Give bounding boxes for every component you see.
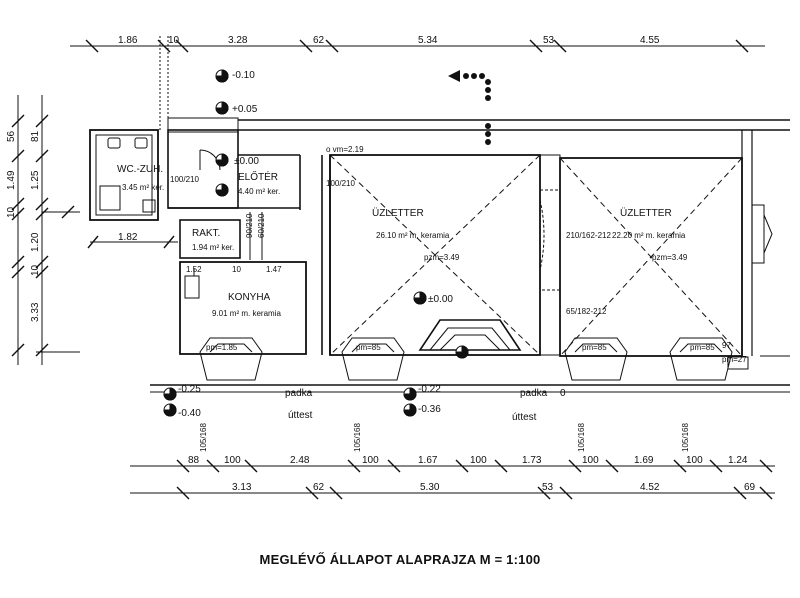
window-pair-3: 105/168 (577, 423, 586, 452)
bottom-dim-1-1: 88 (188, 455, 200, 466)
level-top-a: -0.10 (232, 70, 255, 81)
uzletter-1-name: ÜZLETTER (372, 207, 424, 219)
level-street-mid-a: -0.22 (418, 384, 441, 395)
top-dim-5: 5.34 (418, 35, 438, 46)
level-eloter: ±0.00 (234, 156, 259, 167)
bottom-dim-1-5: 1.67 (418, 455, 438, 466)
level-center: ±0.00 (428, 294, 453, 305)
bottom-dim-1-4: 100 (362, 455, 379, 466)
eloter-outline (167, 129, 239, 209)
uttest-right: úttest (512, 412, 537, 423)
bottom-dim-1-9: 1.69 (634, 455, 654, 466)
small-right-dim: 97 (722, 341, 731, 350)
level-markers (163, 69, 469, 417)
wc-area: 3.45 m² ker. (122, 183, 164, 192)
pm-label-3: pm=85 (582, 343, 607, 352)
uzletter-2-name: ÜZLETTER (620, 207, 672, 219)
left-dimension-ticks (11, 114, 75, 357)
pm-label-4: pm=85 (690, 343, 715, 352)
north-arrow-path (448, 70, 491, 145)
shop-door-label: 210/162-212 (566, 231, 611, 240)
door-4-label: 60/210 (257, 213, 266, 238)
door-2-label: 100/210 (326, 179, 355, 188)
konyha-name: KONYHA (228, 292, 271, 303)
bottom-dim-2-2: 62 (313, 482, 325, 493)
entrance-steps (418, 319, 522, 351)
top-dim-2: 10 (168, 35, 180, 46)
wc-room-outline (89, 129, 159, 221)
inner-dim-label: 1.82 (118, 232, 138, 243)
left-dim-1: 56 (6, 130, 17, 142)
bottom-dim-2-5: 4.52 (640, 482, 660, 493)
door-3-label: 90/210 (245, 213, 254, 238)
pm-label-1: pm=1.85 (206, 343, 238, 352)
bottom-dim-2-6: 69 (744, 482, 756, 493)
window-pair-2: 105/168 (353, 423, 362, 452)
door-1-label: 100/210 (170, 175, 199, 184)
eloter-area: 4.40 m² ker. (238, 187, 280, 196)
drawing-caption: MEGLÉVŐ ÁLLAPOT ALAPRAJZA M = 1:100 (259, 552, 541, 567)
left-dim-7: 10 (30, 264, 41, 276)
bottom-dim-1-8: 100 (582, 455, 599, 466)
pm-right: pm=27 (722, 355, 747, 364)
uzletter-2-height: pzm=3.49 (652, 253, 688, 262)
rakt-outline (179, 219, 241, 259)
level-top-b: +0.05 (232, 104, 258, 115)
level-street-left-b: -0.40 (178, 408, 201, 419)
shop-door-2-label: 65/182-212 (566, 307, 607, 316)
window-pair-1: 105/168 (199, 423, 208, 452)
eloter-name: ELŐTÉR (238, 169, 278, 183)
left-dim-8: 3.33 (30, 302, 41, 322)
padka-left: padka (285, 388, 313, 399)
top-dim-7: 4.55 (640, 35, 660, 46)
bottom-dim-2-3: 5.30 (420, 482, 440, 493)
left-dim-5: 10 (6, 206, 17, 218)
left-dim-6: 1.20 (30, 232, 41, 252)
bottom-dim-1-3: 2.48 (290, 455, 310, 466)
bottom-dim-1-11: 1.24 (728, 455, 748, 466)
left-dim-4: 1.25 (30, 170, 41, 190)
kitchen-dim-3: 1.47 (266, 265, 282, 274)
bottom-dim-1-2: 100 (224, 455, 241, 466)
left-dim-2: 81 (30, 130, 41, 142)
padka-zero: 0 (560, 388, 566, 399)
padka-right: padka (520, 388, 548, 399)
bottom-dim-2-4: 53 (542, 482, 554, 493)
uzletter-1-height: pzm=3.49 (424, 253, 460, 262)
window-pair-4: 105/168 (681, 423, 690, 452)
bottom-dim-2-1: 3.13 (232, 482, 252, 493)
konyha-outline (179, 261, 307, 355)
top-dim-3: 3.28 (228, 35, 248, 46)
bottom-dim-1-7: 1.73 (522, 455, 542, 466)
bottom-dim-1-6: 100 (470, 455, 487, 466)
bottom-dimension-ticks (176, 459, 773, 500)
top-dim-6: 53 (543, 35, 555, 46)
uzletter-2-area: 22.20 m² m. keramia (612, 231, 686, 240)
bottom-dim-1-10: 100 (686, 455, 703, 466)
level-street-left-a: -0.25 (178, 384, 201, 395)
level-street-mid-b: -0.36 (418, 404, 441, 415)
rakt-area: 1.94 m² ker. (192, 243, 234, 252)
uzletter-1-area: 26.10 m² m. keramia (376, 231, 450, 240)
konyha-area: 9.01 m² m. keramia (212, 309, 281, 318)
rakt-name: RAKT. (192, 228, 220, 239)
left-dim-3: 1.49 (6, 170, 17, 190)
top-dim-4: 62 (313, 35, 325, 46)
kitchen-dim-1: 1.52 (186, 265, 202, 274)
pm-label-2: pm=85 (356, 343, 381, 352)
top-dim-1: 1.86 (118, 35, 138, 46)
kitchen-dim-2: 10 (232, 265, 241, 274)
level-vm: o vm=2.19 (326, 145, 364, 154)
wc-name: WC.-ZUH. (117, 164, 163, 175)
uttest-left: úttest (288, 410, 313, 421)
bay-windows (199, 337, 733, 381)
